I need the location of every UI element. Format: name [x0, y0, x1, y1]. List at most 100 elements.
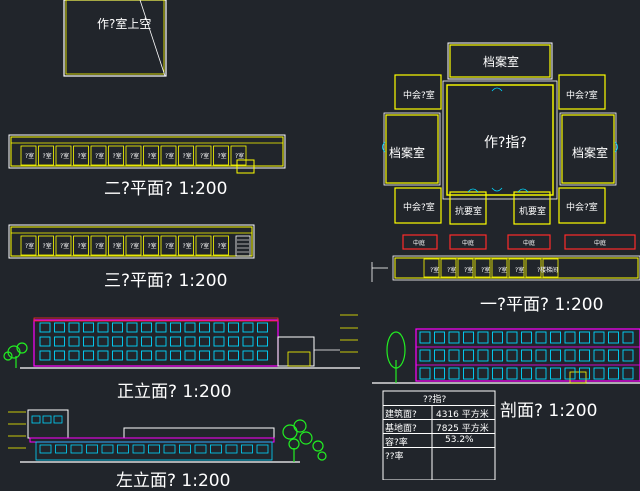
office-cell: [195, 235, 212, 256]
office-cell: [55, 235, 72, 256]
office-cell: [108, 145, 124, 166]
window: [257, 322, 268, 333]
window: [242, 350, 254, 361]
room-stair: ?楼梯间: [537, 267, 559, 274]
office-cell: [143, 235, 159, 256]
front-elevation: [3, 314, 360, 369]
office-label: ?室: [42, 243, 52, 250]
office-label: ?室: [112, 153, 122, 160]
table-cell-value: 53.2%: [445, 435, 474, 445]
corridor-label-3: 中庭: [523, 240, 536, 247]
window: [242, 336, 254, 347]
window: [506, 331, 518, 344]
window: [463, 367, 474, 380]
window: [155, 322, 167, 333]
window: [54, 336, 65, 347]
window: [477, 349, 489, 362]
room-archive-left: 档案室: [389, 146, 426, 160]
corridor-label-4: 中庭: [594, 240, 607, 247]
window: [68, 322, 80, 333]
window: [241, 444, 253, 454]
window: [579, 331, 590, 344]
office-label: ?室: [147, 243, 157, 250]
window: [83, 322, 94, 333]
window: [228, 322, 239, 333]
room-meeting-bl: 中会?室: [403, 203, 435, 213]
window: [492, 349, 503, 362]
window: [163, 444, 176, 454]
side-elevation-title: 左立面? 1:200: [116, 471, 231, 491]
cad-drawing-canvas: [3, 0, 640, 480]
office-cell: [542, 258, 559, 278]
corridor-label-2: 中庭: [462, 240, 475, 247]
office-label: ?室: [77, 243, 87, 250]
window: [622, 331, 634, 344]
window: [419, 349, 431, 362]
window: [622, 367, 634, 380]
window: [112, 350, 123, 361]
window: [210, 444, 222, 454]
window: [564, 331, 576, 344]
office-cell: [143, 145, 159, 166]
window: [132, 444, 145, 454]
side-tree: [282, 419, 327, 462]
window: [39, 336, 51, 347]
window: [213, 350, 225, 361]
table-cell-value: 7825 平方米: [436, 424, 489, 434]
window: [194, 444, 207, 454]
office-label: ?室: [430, 267, 440, 274]
window: [463, 349, 474, 362]
window: [170, 336, 181, 347]
window: [54, 350, 65, 361]
window: [101, 444, 114, 454]
room-meeting-tl: 中会?室: [403, 91, 435, 101]
window: [593, 349, 605, 362]
window: [141, 336, 152, 347]
office-cell: [474, 258, 491, 278]
office-cell: [178, 145, 194, 166]
office-cell: [525, 258, 542, 278]
window: [126, 350, 138, 361]
office-label: ?室: [77, 153, 87, 160]
window: [117, 444, 129, 454]
room-meeting-br: 中会?室: [566, 203, 598, 213]
window: [213, 336, 225, 347]
window: [463, 331, 474, 344]
window: [608, 331, 619, 344]
window: [126, 322, 138, 333]
window: [593, 331, 605, 344]
office-cell: [195, 145, 212, 166]
window: [199, 350, 210, 361]
table-cell-name: 建筑面?: [385, 410, 417, 420]
plan1-title: 一?平面? 1:200: [480, 295, 604, 315]
plan2-title: 二?平面? 1:200: [104, 179, 228, 199]
window: [434, 349, 445, 362]
window: [55, 444, 67, 454]
office-cell: [457, 258, 474, 278]
window: [550, 367, 561, 380]
office-label: ?室: [200, 243, 210, 250]
indicator-table-title: ??指?: [423, 395, 447, 405]
office-label: ?室: [147, 153, 157, 160]
table-cell-name: ??率: [385, 452, 404, 462]
window: [141, 350, 152, 361]
room-machine: 机要室: [519, 207, 547, 217]
window: [112, 322, 123, 333]
office-label: ?室: [130, 153, 140, 160]
window: [521, 367, 532, 380]
window: [97, 350, 109, 361]
window: [608, 349, 619, 362]
office-cell: [125, 145, 142, 166]
section-title: 剖面? 1:200: [500, 401, 598, 421]
window: [213, 322, 225, 333]
table-row: 容?率 53.2%: [383, 433, 495, 448]
window: [535, 349, 547, 362]
office-cell: [178, 235, 194, 256]
office-label: ?室: [112, 243, 122, 250]
side-elevation: [8, 409, 327, 463]
office-label: ?室: [165, 243, 175, 250]
plan-floor1: [371, 42, 640, 282]
window: [141, 322, 152, 333]
top-block: [63, 0, 167, 77]
room-center: 作?指?: [484, 135, 527, 151]
